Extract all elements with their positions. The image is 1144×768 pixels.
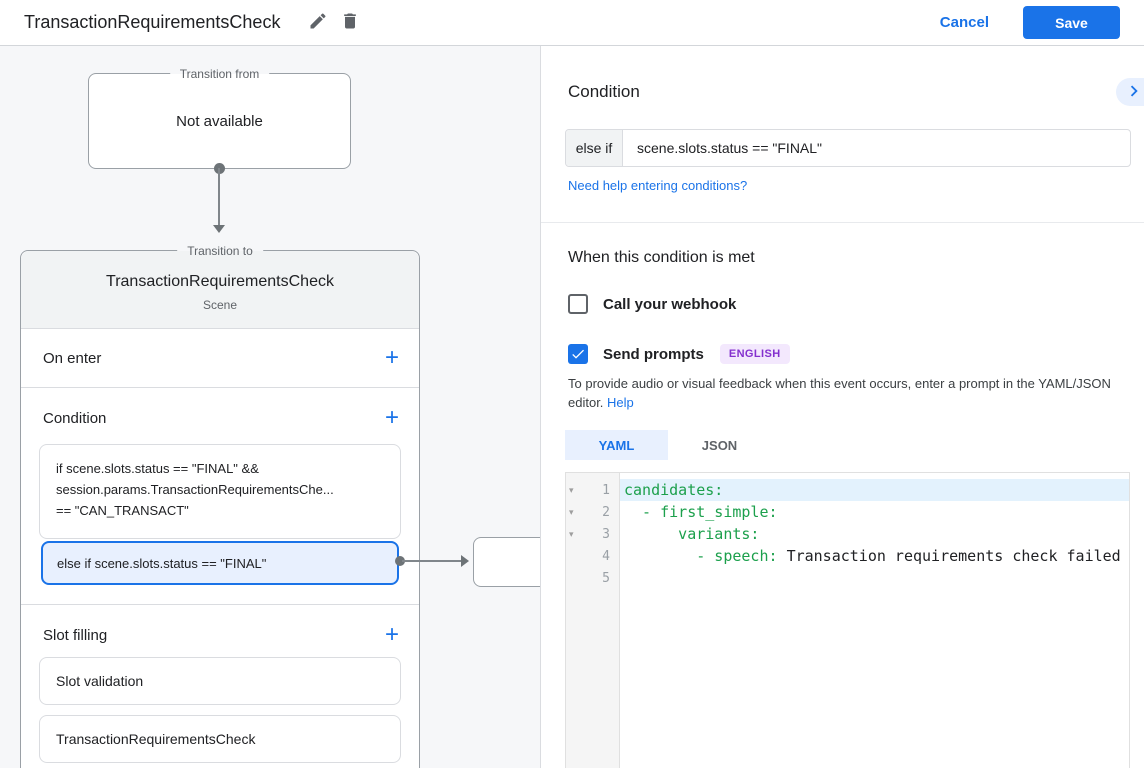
when-met-title: When this condition is met [568, 249, 755, 266]
plus-icon: + [384, 344, 399, 371]
send-prompts-row: Send prompts ENGLISH [568, 344, 790, 364]
scene-card-header: TransactionRequirementsCheck Scene [21, 251, 419, 329]
on-enter-row: On enter + [21, 329, 419, 388]
condition-line: == "CAN_TRANSACT" [56, 503, 189, 518]
webhook-row: Call your webhook [568, 294, 736, 314]
condition-arrow-dot [395, 556, 405, 566]
delete-scene-button[interactable] [334, 7, 366, 39]
tab-json[interactable]: JSON [701, 437, 738, 453]
save-button[interactable]: Save [1023, 6, 1120, 39]
condition-line: else if scene.slots.status == "FINAL" [57, 555, 267, 571]
condition-arrow-line [402, 560, 462, 562]
webhook-checkbox[interactable] [568, 294, 588, 314]
slot-card-label: Slot validation [56, 673, 144, 689]
arrow-head-right [461, 555, 469, 567]
code-key: variants: [624, 525, 760, 543]
page-title: TransactionRequirementsCheck [24, 12, 281, 32]
help-link[interactable]: Help [607, 395, 634, 410]
editor-line: ▾ 3 variants: [566, 523, 1129, 545]
editor-line: 4 - speech: Transaction requirements che… [566, 545, 1129, 567]
transition-from-legend: Transition from [169, 66, 270, 82]
scene-title: TransactionRequirementsCheck [106, 273, 334, 290]
slot-card-label: TransactionRequirementsCheck [56, 731, 256, 747]
transition-to-legend: Transition to [177, 243, 263, 259]
editor-line: ▾ 1 candidates: [566, 479, 1129, 501]
condition-section-label: Condition [43, 409, 107, 427]
fold-icon[interactable]: ▾ [569, 506, 574, 517]
scene-subtitle: Scene [202, 298, 238, 312]
on-enter-label: On enter [43, 349, 102, 367]
fold-icon[interactable]: ▾ [569, 528, 574, 539]
prompts-description-text: To provide audio or visual feedback when… [568, 376, 1111, 410]
arrow-line-vertical [218, 168, 220, 226]
yaml-editor[interactable]: ▾ 1 candidates: ▾ 2 - first_simple: ▾ 3 … [565, 472, 1130, 768]
send-prompts-checkbox[interactable] [568, 344, 588, 364]
transition-to-card[interactable]: Transition to TransactionRequirementsChe… [20, 243, 420, 768]
plus-icon: + [384, 621, 399, 648]
line-number: 4 [602, 548, 610, 564]
code-value: Transaction requirements check failed [786, 547, 1121, 565]
editor-line: ▾ 2 - first_simple: [566, 501, 1129, 523]
slot-card-transaction[interactable]: TransactionRequirementsCheck [39, 715, 401, 763]
condition-edit-panel: Condition else if Need help entering con… [540, 46, 1144, 768]
code-key: - first_simple: [624, 503, 778, 521]
condition-line: session.params.TransactionRequirementsCh… [56, 482, 334, 497]
webhook-label[interactable]: Call your webhook [603, 295, 737, 313]
cancel-button[interactable]: Cancel [939, 14, 989, 31]
prompts-description: To provide audio or visual feedback when… [568, 374, 1143, 412]
line-number: 5 [602, 570, 610, 586]
add-condition-button[interactable]: + [385, 406, 399, 430]
editor-line: 5 [566, 567, 1129, 589]
panel-title: Condition [568, 82, 640, 101]
condition-input-group: else if [565, 129, 1131, 167]
language-badge: ENGLISH [719, 344, 790, 364]
plus-icon: + [384, 404, 399, 431]
condition-card-elseif-selected[interactable]: else if scene.slots.status == "FINAL" [41, 541, 399, 585]
checkmark-icon [570, 346, 586, 362]
transition-from-box: Transition from Not available [88, 66, 351, 169]
send-prompts-label[interactable]: Send prompts [603, 345, 704, 363]
top-bar: TransactionRequirementsCheck Cancel Save [0, 0, 1144, 46]
panel-divider [541, 222, 1144, 223]
flow-canvas: Transition from Not available Transition… [0, 46, 540, 768]
add-on-enter-button[interactable]: + [385, 346, 399, 370]
condition-expression-input[interactable] [623, 130, 1130, 166]
arrow-head-down [213, 225, 225, 233]
condition-prefix: else if [566, 130, 623, 166]
condition-card-if[interactable]: if scene.slots.status == "FINAL" && sess… [39, 444, 401, 539]
slot-card-validation[interactable]: Slot validation [39, 657, 401, 705]
slot-filling-section: Slot filling + Slot validation Transacti… [21, 605, 419, 768]
editor-tabs: YAML JSON [565, 430, 771, 460]
chevron-right-icon [1123, 80, 1144, 105]
condition-line: if scene.slots.status == "FINAL" && [56, 461, 259, 476]
line-number: 2 [602, 504, 610, 520]
trash-icon [340, 11, 360, 34]
fold-icon[interactable]: ▾ [569, 484, 574, 495]
condition-section: Condition + if scene.slots.status == "FI… [21, 388, 419, 605]
line-number: 3 [602, 526, 610, 542]
slot-filling-label: Slot filling [43, 626, 108, 644]
transition-target-box[interactable] [473, 537, 540, 587]
add-slot-button[interactable]: + [385, 623, 399, 647]
conditions-help-link[interactable]: Need help entering conditions? [568, 178, 748, 193]
collapse-panel-button[interactable] [1116, 78, 1144, 106]
code-key: candidates: [624, 481, 724, 499]
line-number: 1 [602, 482, 610, 498]
tab-yaml[interactable]: YAML [565, 430, 668, 460]
transition-from-content: Not available [176, 112, 263, 130]
code-key: - speech: [624, 547, 787, 565]
pencil-icon [308, 11, 328, 34]
edit-title-button[interactable] [302, 7, 334, 39]
